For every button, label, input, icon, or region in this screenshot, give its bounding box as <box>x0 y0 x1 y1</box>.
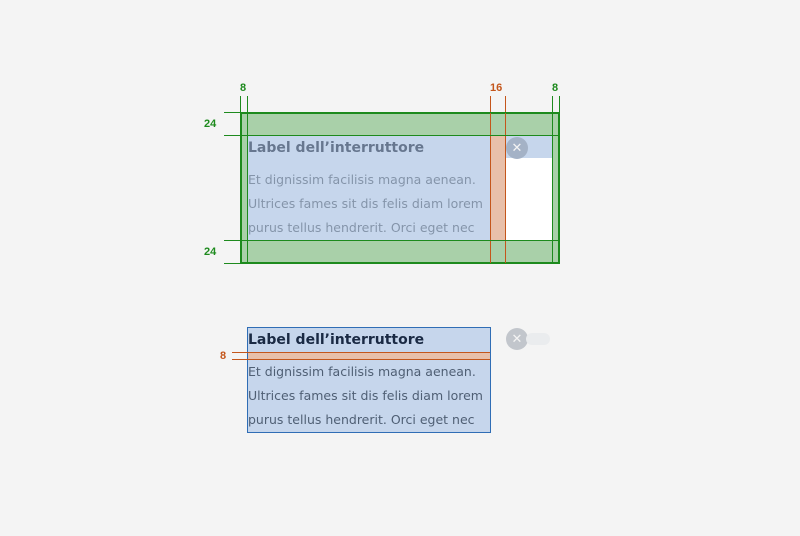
text-content-box <box>248 136 490 240</box>
guide-line <box>232 359 248 360</box>
spacing-label-gap: 16 <box>490 82 503 94</box>
guide-line <box>232 352 248 353</box>
description-line: purus tellus hendrerit. Orci eget nec <box>248 412 475 427</box>
spacing-label-bottom: 24 <box>204 246 217 258</box>
guide-line <box>240 96 241 264</box>
toggle-knob[interactable]: ✕ <box>506 137 528 159</box>
guide-line <box>552 96 553 264</box>
gap-area <box>248 352 490 360</box>
gap-area <box>490 136 506 240</box>
switch-label: Label dell’interruttore <box>248 140 425 156</box>
spacing-label-top: 24 <box>204 118 217 130</box>
guide-line <box>224 263 560 264</box>
spacing-label-gap: 8 <box>220 350 227 362</box>
description-line: purus tellus hendrerit. Orci eget nec <box>248 220 475 235</box>
spacing-label-right: 8 <box>552 82 559 94</box>
close-icon: ✕ <box>511 331 523 347</box>
guide-line <box>224 112 560 113</box>
guide-line <box>505 96 506 264</box>
guide-line <box>559 96 560 264</box>
guide-line <box>490 96 491 264</box>
description-line: Et dignissim facilisis magna aenean. <box>248 364 476 379</box>
text-content-box <box>247 327 491 433</box>
description-line: Ultrices fames sit dis felis diam lorem <box>248 196 483 211</box>
spacing-label-left: 8 <box>240 82 247 94</box>
guide-line <box>224 135 560 136</box>
description-line: Et dignissim facilisis magna aenean. <box>248 172 476 187</box>
description-line: Ultrices fames sit dis felis diam lorem <box>248 388 483 403</box>
close-icon: ✕ <box>511 140 523 156</box>
toggle-knob[interactable]: ✕ <box>506 328 528 350</box>
guide-line <box>247 96 248 264</box>
guide-line <box>224 240 560 241</box>
switch-label: Label dell’interruttore <box>248 332 425 348</box>
toggle-track <box>526 333 550 345</box>
